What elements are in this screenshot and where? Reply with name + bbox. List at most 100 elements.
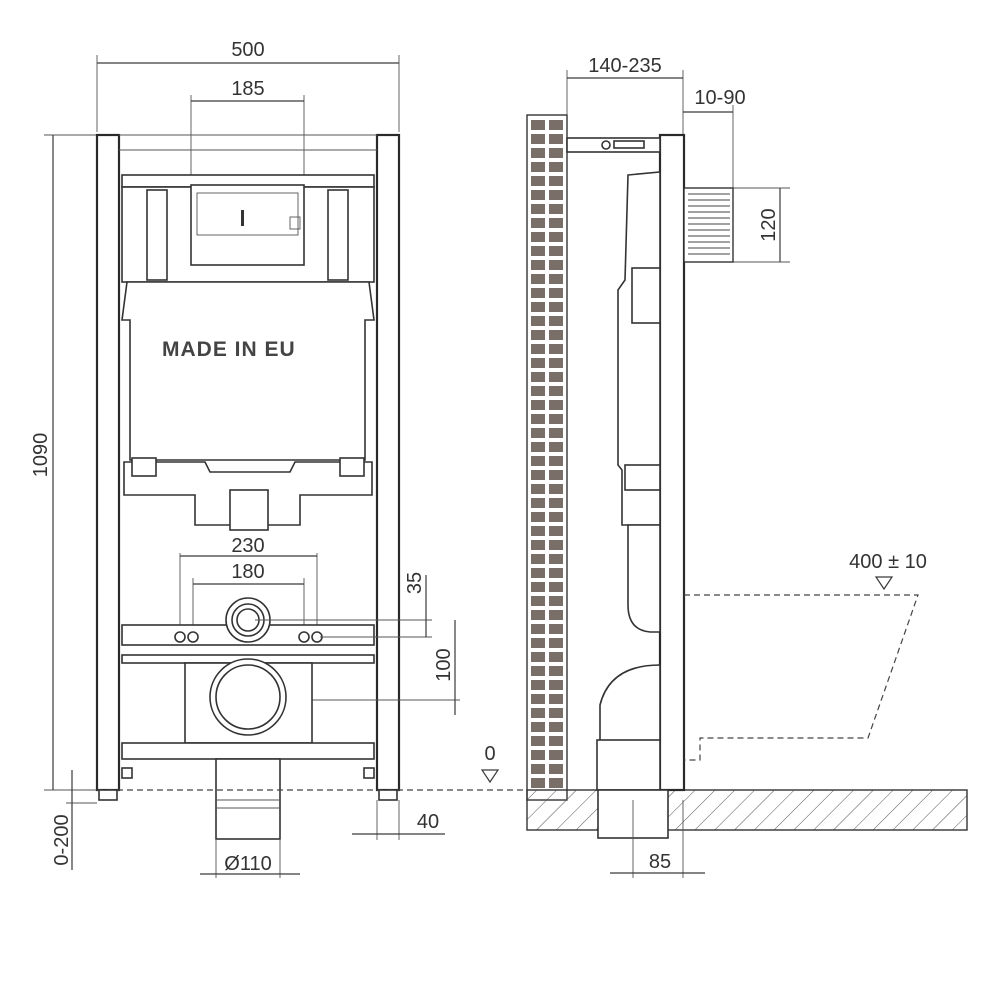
wall-tile: [531, 316, 545, 326]
wall-tile: [549, 624, 563, 634]
dimension-button-185: 185: [190, 78, 305, 180]
wall-tile: [549, 764, 563, 774]
wall-tile: [531, 386, 545, 396]
wall-tile: [549, 540, 563, 550]
made-in-label: MADE IN EU: [162, 338, 296, 361]
height-label: 1090: [30, 433, 52, 478]
wall-tile: [531, 232, 545, 242]
wall-tile: [531, 568, 545, 578]
stud-180-label: 180: [231, 561, 264, 583]
wall-tile: [531, 148, 545, 158]
wall-tile: [531, 498, 545, 508]
floor-zero-marker: 0: [480, 743, 500, 784]
pipe-label: Ø110: [224, 853, 271, 875]
drain-offset-label: 85: [649, 851, 671, 873]
wall-tile: [531, 400, 545, 410]
cistern-body: [121, 281, 375, 461]
wall-tile: [549, 400, 563, 410]
side-frame-post: [658, 133, 686, 792]
bowl-height-marker: 400 ± 10: [849, 551, 927, 591]
wall-tile: [531, 456, 545, 466]
left-bracket: [146, 189, 168, 281]
wall-tile: [549, 554, 563, 564]
wall-tiles: [531, 120, 563, 788]
wall-tile: [549, 190, 563, 200]
wall-tile: [531, 204, 545, 214]
wall-tile: [549, 344, 563, 354]
left-post: [95, 133, 121, 792]
wall-tile: [531, 596, 545, 606]
stud-230-label: 230: [231, 535, 264, 557]
flush-outlet: [229, 489, 269, 531]
button-height-label: 120: [758, 208, 780, 241]
left-foot: [98, 789, 118, 801]
dimension-pipe-110: Ø110: [200, 839, 300, 878]
wall-tile: [531, 764, 545, 774]
flush-indicator: [241, 210, 244, 226]
wall-tile: [531, 638, 545, 648]
wall-tile: [549, 316, 563, 326]
flush-button-opening: [190, 184, 305, 266]
wall-tile: [549, 680, 563, 690]
wall-tile: [531, 190, 545, 200]
wall-tile: [549, 736, 563, 746]
wall-tile: [549, 232, 563, 242]
foot-40-label: 40: [417, 811, 439, 833]
wall-tile: [549, 288, 563, 298]
dimension-wall-gap-10-90: 10-90: [683, 87, 746, 190]
wall-tile: [549, 666, 563, 676]
wall-tile: [549, 358, 563, 368]
wall-tile: [531, 610, 545, 620]
dimension-foot-40: 40: [352, 800, 445, 840]
wall-tile: [549, 694, 563, 704]
wall-tile: [531, 680, 545, 690]
width-label: 500: [231, 39, 264, 61]
wall-tile: [531, 246, 545, 256]
wall-tile: [531, 344, 545, 354]
wall-tile: [531, 694, 545, 704]
wall-tile: [549, 260, 563, 270]
drain-bend-side: [599, 664, 661, 761]
wall-tile: [549, 610, 563, 620]
wall-tile: [549, 120, 563, 130]
wall-tile: [549, 470, 563, 480]
wall-tile: [531, 554, 545, 564]
wall-tile: [531, 512, 545, 522]
wall-tile: [531, 666, 545, 676]
dimension-height-1090: 1090: [30, 134, 97, 791]
wall-tile: [531, 260, 545, 270]
wall-tile: [531, 274, 545, 284]
wall-tile: [549, 526, 563, 536]
wall-tile: [531, 120, 545, 130]
wall-tile: [549, 148, 563, 158]
wall-tile: [531, 582, 545, 592]
floor-slab: [526, 789, 968, 831]
depth-label: 140-235: [588, 55, 661, 77]
wall-tile: [531, 540, 545, 550]
wall-tile: [531, 778, 545, 788]
side-view: 0 140-235 10-90 120: [480, 55, 968, 878]
wall-tile: [531, 526, 545, 536]
wall-tile: [549, 204, 563, 214]
wall-tile: [531, 330, 545, 340]
wall-tile: [531, 218, 545, 228]
wall-tile: [531, 708, 545, 718]
dimension-depth-140-235: 140-235: [566, 55, 684, 135]
wall-tile: [549, 652, 563, 662]
wall-tile: [549, 568, 563, 578]
wall-tile: [531, 736, 545, 746]
right-post: [375, 133, 401, 792]
wall-tile: [549, 512, 563, 522]
right-foot: [378, 789, 398, 801]
wall-tile: [549, 414, 563, 424]
wall-tile: [549, 386, 563, 396]
front-view: 500 185 1090 0-200: [30, 39, 525, 878]
flush-pipe-side: [627, 524, 661, 633]
wall-tile: [531, 652, 545, 662]
wall-tile: [549, 246, 563, 256]
wall-tile: [531, 358, 545, 368]
dimension-stud-180: 180: [192, 561, 305, 636]
wall-tile: [549, 778, 563, 788]
flush-plate-side: [683, 187, 734, 263]
